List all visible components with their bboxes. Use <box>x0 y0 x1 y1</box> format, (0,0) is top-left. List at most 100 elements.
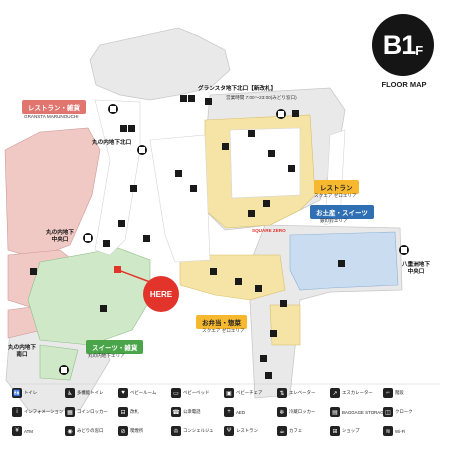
fridge-icon: ❄ <box>277 407 287 417</box>
legend-label: カフェ <box>289 428 303 433</box>
legend-item: ⊟改札 <box>118 407 139 417</box>
legend-label: ベビールーム <box>130 390 157 395</box>
legend-label: レストラン <box>236 428 258 433</box>
marunouchi-south-gate-label: 丸の内地下 南口 <box>8 345 36 358</box>
floor-badge: B1 F <box>372 14 434 76</box>
legend-item: +AED <box>224 407 245 417</box>
legend-label: ATM <box>24 428 33 434</box>
legend-label: エレベーター <box>289 390 316 395</box>
legend-item: ⌐階段 <box>383 388 404 398</box>
legend-label: クローク <box>395 409 413 414</box>
legend-item: ▣ベビーチェア <box>224 388 262 398</box>
floor-suffix: F <box>415 42 424 58</box>
legend-label: インフォメーション <box>24 409 64 414</box>
gransta-north-gate-hours: 営業時間 7:00～23:00(みどり窓口) <box>226 95 297 100</box>
here-pointer-line <box>117 269 151 283</box>
marunouchi-central-gate-label: 丸の内地下 中央口 <box>46 230 74 243</box>
legend: 🚻トイレ ♿多機能トイレ ♥ベビールーム ▭ベビーベッド ▣ベビーチェア ⇅エレベーター ↗… <box>0 386 450 446</box>
legend-item: 🚻トイレ <box>12 388 37 398</box>
legend-label: Wi-Fi <box>395 428 406 434</box>
square-zero-label: SQUARE ZERO <box>252 228 286 233</box>
legend-item: ♔コンシェルジュ <box>171 426 213 436</box>
facility-icons <box>30 95 345 379</box>
cafe-icon: ☕ <box>277 426 287 436</box>
baby-bed-icon: ▭ <box>171 388 181 398</box>
legend-item: ☎公衆電話 <box>171 407 201 417</box>
floor-map-label: FLOOR MAP <box>381 80 427 89</box>
coin-locker-icon: ▦ <box>65 407 75 417</box>
marunouchi-north-gate-label: 丸の内地下北口 <box>92 140 132 146</box>
baby-chair-icon: ▣ <box>224 388 234 398</box>
legend-label: ベビーベッド <box>183 390 210 395</box>
area-sub-bento: スクエア ゼロエリア <box>202 328 245 333</box>
legend-item: ♥ベビールーム <box>118 388 156 398</box>
legend-item: ⇅エレベーター <box>277 388 315 398</box>
baby-room-icon: ♥ <box>118 388 128 398</box>
area-sub-restaurant: スクエア ゼロエリア <box>314 193 357 198</box>
green-window-icon: ◉ <box>65 426 75 436</box>
legend-label: 階段 <box>395 390 404 395</box>
ticket-gate-icon: ⊟ <box>118 407 128 417</box>
atm-icon: ¥ <box>12 426 22 436</box>
legend-label: BAGGAGE STORAGE <box>342 409 387 415</box>
toilet-icon: 🚻 <box>12 388 22 398</box>
phone-icon: ☎ <box>171 407 181 417</box>
legend-item: ◫クローク <box>383 407 413 417</box>
legend-item: ▭ベビーベッド <box>171 388 209 398</box>
legend-label: トイレ <box>24 390 38 395</box>
area-tag-souvenir: お土産・スイーツ <box>310 205 374 219</box>
area-sub-restaurant-marunouchi: GRANSTA MARUNOUCHI <box>24 114 79 119</box>
area-tag-bento: お弁当・惣菜 <box>196 315 247 329</box>
aed-icon: + <box>224 407 234 417</box>
area-tag-restaurant-marunouchi: レストラン・雑貨 <box>22 100 86 114</box>
legend-label: 公衆電話 <box>183 409 201 414</box>
legend-label: ショップ <box>342 428 360 433</box>
legend-label: コインロッカー <box>77 409 108 414</box>
baggage-icon: ▤ <box>330 407 340 417</box>
walkways <box>94 99 346 263</box>
area-tag-sweets: スイーツ・雑貨 <box>86 340 144 354</box>
legend-label: 改札 <box>130 409 139 414</box>
legend-label: 喫煙所 <box>130 428 144 433</box>
legend-item: ⊘喫煙所 <box>118 426 143 436</box>
legend-item: ¥ATM <box>12 426 33 436</box>
legend-label: エスカレーター <box>342 390 373 395</box>
cloak-icon: ◫ <box>383 407 393 417</box>
legend-item: ↗エスカレーター <box>330 388 373 398</box>
legend-item: ⊞ショップ <box>330 426 360 436</box>
floor-number: B1 <box>382 29 417 60</box>
legend-item: ❄冷蔵ロッカー <box>277 407 315 417</box>
area-sub-sweets: 丸の内地下エリア <box>88 353 125 358</box>
legend-item: ◉みどりの窓口 <box>65 426 103 436</box>
legend-label: みどりの窓口 <box>77 428 104 433</box>
legend-label: ベビーチェア <box>236 390 263 395</box>
legend-label: コンシェルジュ <box>183 428 214 433</box>
multipurpose-toilet-icon: ♿ <box>65 388 75 398</box>
gate-markers <box>61 106 407 373</box>
escalator-icon: ↗ <box>330 388 340 398</box>
legend-label: 多機能トイレ <box>77 390 104 395</box>
yaesu-central-gate-label: 八重洲地下 中央口 <box>402 262 430 275</box>
legend-item: ☕カフェ <box>277 426 302 436</box>
legend-item: ♿多機能トイレ <box>65 388 103 398</box>
legend-label: 冷蔵ロッカー <box>289 409 316 414</box>
you-are-here-marker: HERE <box>143 276 179 312</box>
wifi-icon: ≋ <box>383 426 393 436</box>
gransta-north-gate-label: グランスタ地下北口【新改札】 <box>198 86 277 92</box>
elevator-icon: ⇅ <box>277 388 287 398</box>
shop-icon: ⊞ <box>330 426 340 436</box>
area-sub-souvenir: 銀の鈴エリア <box>320 218 348 223</box>
concierge-icon: ♔ <box>171 426 181 436</box>
restaurant-icon: Ψ <box>224 426 234 436</box>
legend-item: ▤BAGGAGE STORAGE <box>330 407 387 417</box>
area-tag-restaurant: レストラン <box>314 180 359 194</box>
legend-item: ≋Wi-Fi <box>383 426 405 436</box>
legend-item: ▦コインロッカー <box>65 407 108 417</box>
smoking-icon: ⊘ <box>118 426 128 436</box>
legend-label: AED <box>236 409 246 415</box>
info-icon: i <box>12 407 22 417</box>
stairs-icon: ⌐ <box>383 388 393 398</box>
